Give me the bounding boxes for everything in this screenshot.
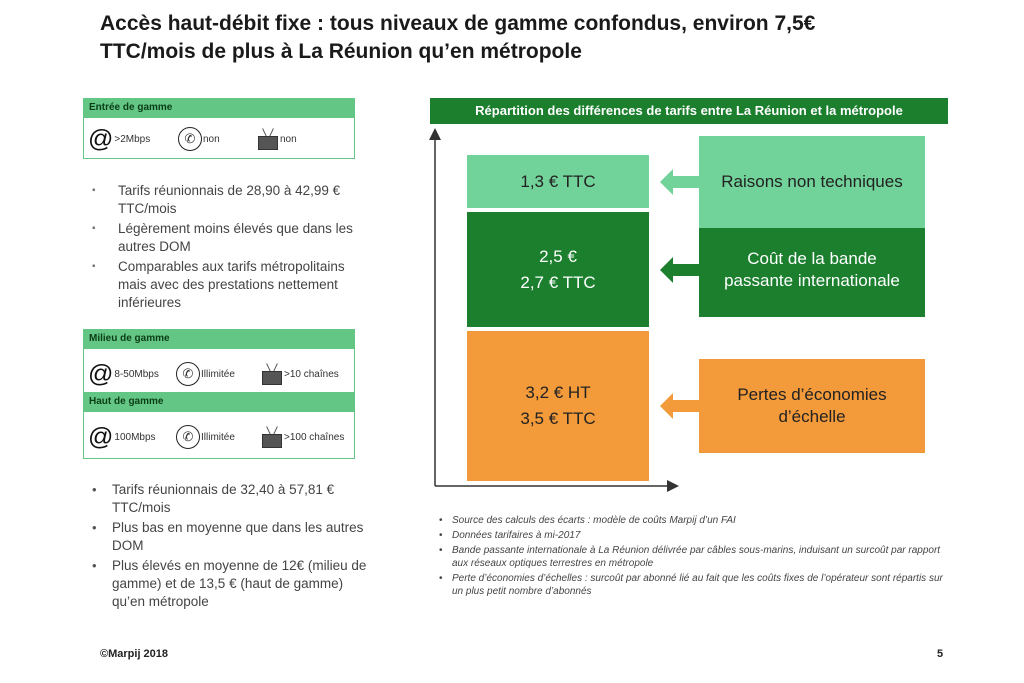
title-line-1: Accès haut-débit fixe : tous niveaux de …: [100, 12, 816, 35]
bar-segment-label: 2,5 €: [539, 246, 577, 266]
phone-value: Illimitée: [201, 368, 235, 380]
speed-feature: @ 8-50Mbps: [88, 361, 159, 387]
tv-value: >100 chaînes: [284, 431, 345, 443]
cause-label: Pertes d’économies: [737, 385, 887, 404]
list-item: Comparables aux tarifs métropolitains ma…: [84, 258, 374, 312]
arrow-left-icon: [660, 169, 700, 195]
phone-value: non: [203, 133, 220, 145]
tv-icon: [262, 426, 282, 448]
tv-feature: >100 chaînes: [262, 424, 344, 450]
list-item: Tarifs réunionnais de 32,40 à 57,81 € TT…: [84, 481, 374, 517]
title-line-2: TTC/mois de plus à La Réunion qu’en métr…: [100, 40, 582, 63]
tv-value: non: [280, 133, 297, 145]
phone-feature: ✆ non: [178, 126, 220, 152]
tv-icon: [262, 363, 282, 385]
page-number: 5: [937, 648, 944, 660]
phone-value: Illimitée: [201, 431, 235, 443]
phone-icon: ✆: [176, 425, 200, 449]
phone-feature: ✆ Illimitée: [176, 361, 235, 387]
speed-value: >2Mbps: [114, 133, 151, 145]
tier-mid-box: @ 8-50Mbps ✆ Illimitée >10 chaînes: [83, 348, 355, 392]
tier-entry-box: @ >2Mbps ✆ non non: [83, 117, 355, 159]
bar-segment-label: 3,5 € TTC: [520, 409, 596, 428]
cause-label: Coût de la bande: [747, 249, 877, 268]
phone-icon: ✆: [176, 362, 200, 386]
cause-label: d’échelle: [778, 407, 846, 426]
list-item: Bande passante internationale à La Réuni…: [436, 544, 956, 570]
list-item: Perte d’économies d’échelles : surcoût p…: [436, 572, 956, 598]
phone-icon: ✆: [178, 127, 202, 151]
slide-title: Accès haut-débit fixe : tous niveaux de …: [100, 10, 960, 66]
phone-feature: ✆ Illimitée: [176, 424, 235, 450]
at-icon: @: [88, 125, 114, 153]
list-item: Légèrement moins élevés que dans les aut…: [84, 220, 374, 256]
copyright: ©Marpij 2018: [100, 648, 169, 660]
list-item: Plus bas en moyenne que dans les autres …: [84, 519, 374, 555]
list-item: Plus élevés en moyenne de 12€ (milieu de…: [84, 557, 374, 611]
bar-segment: 1,3 € TTC: [467, 155, 649, 208]
list-item: Données tarifaires à mi-2017: [436, 529, 956, 542]
tv-feature: non: [258, 126, 297, 152]
tv-icon: [258, 128, 278, 150]
speed-feature: @ 100Mbps: [88, 424, 156, 450]
bar-segment: 3,2 € HT 3,5 € TTC: [467, 331, 649, 481]
list-item: Tarifs réunionnais de 28,90 à 42,99 € TT…: [84, 182, 374, 218]
chart-axes: [429, 128, 679, 492]
cause-label: Raisons non techniques: [721, 172, 903, 191]
bar-segment-label: 1,3 € TTC: [520, 171, 596, 191]
tier-mid-header: Milieu de gamme: [83, 329, 355, 348]
tier-high-header: Haut de gamme: [83, 392, 355, 411]
at-icon: @: [88, 360, 114, 388]
list-item: Source des calculs des écarts : modèle d…: [436, 514, 956, 527]
bar-segment: 2,5 € 2,7 € TTC: [467, 212, 649, 327]
speed-feature: @ >2Mbps: [88, 126, 150, 152]
cause-box: Coût de la bande passante internationale: [699, 223, 925, 317]
tv-value: >10 chaînes: [284, 368, 339, 380]
footnotes: Source des calculs des écarts : modèle d…: [436, 514, 956, 600]
cause-label: passante internationale: [724, 271, 900, 290]
chart-title: Répartition des différences de tarifs en…: [430, 98, 948, 124]
arrow-left-icon: [660, 257, 700, 283]
arrow-left-icon: [660, 393, 700, 419]
tv-feature: >10 chaînes: [262, 361, 339, 387]
upper-bullets: Tarifs réunionnais de 32,40 à 57,81 € TT…: [84, 481, 374, 613]
speed-value: 100Mbps: [114, 431, 156, 443]
tier-entry-header: Entrée de gamme: [83, 98, 355, 117]
bar-segment-label: 2,7 € TTC: [520, 272, 596, 292]
tier-high-box: @ 100Mbps ✆ Illimitée >100 chaînes: [83, 411, 355, 459]
entry-bullets: Tarifs réunionnais de 28,90 à 42,99 € TT…: [84, 182, 374, 314]
cause-box: Raisons non techniques: [699, 136, 925, 228]
at-icon: @: [88, 423, 114, 451]
bar-segment-label: 3,2 € HT: [525, 383, 591, 402]
speed-value: 8-50Mbps: [114, 368, 159, 380]
cause-box: Pertes d’économies d’échelle: [699, 359, 925, 453]
